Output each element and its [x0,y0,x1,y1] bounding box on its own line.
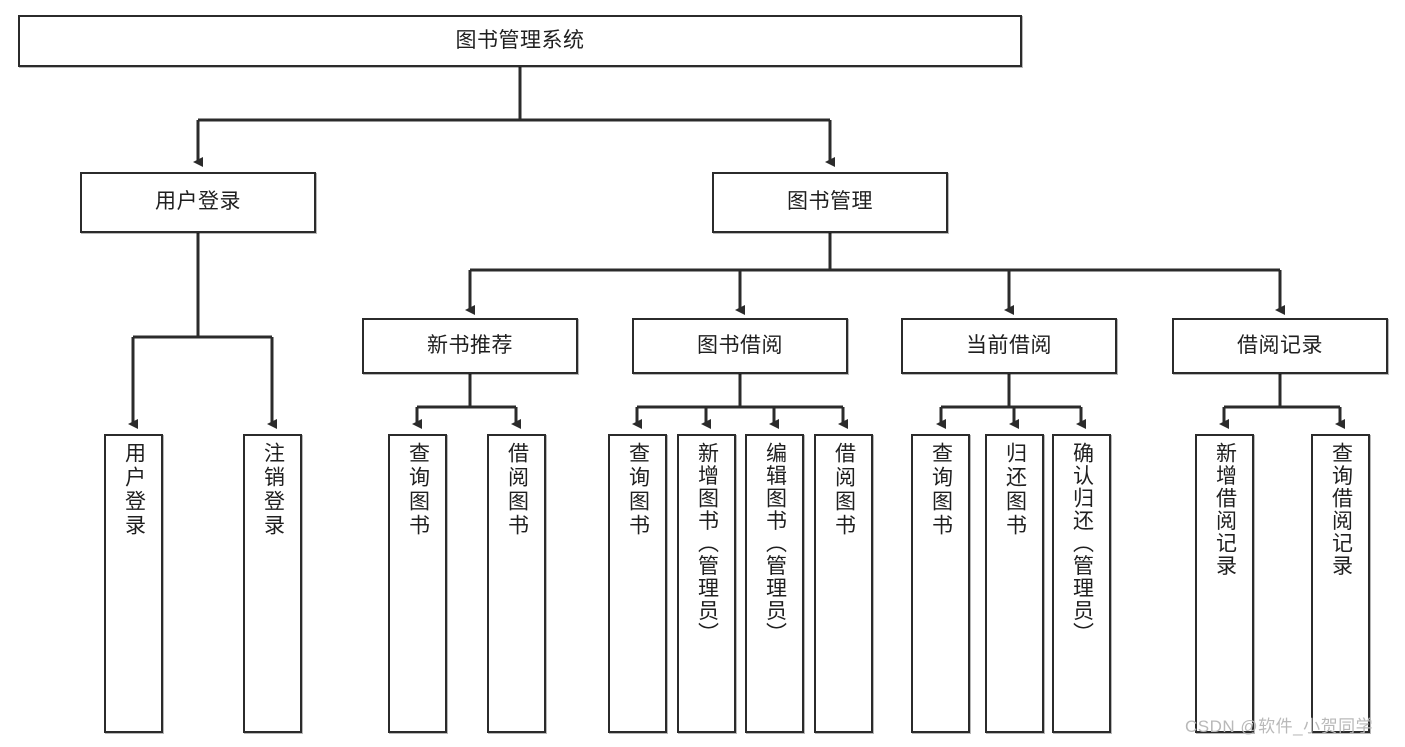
node-leaf-confirm-return-label: 确认归还（管理员） [1070,442,1094,645]
node-leaf-query-book-3[interactable]: 查询图书 [911,434,970,733]
node-leaf-user-login[interactable]: 用户登录 [104,434,163,733]
node-leaf-edit-book-label: 编辑图书（管理员） [763,442,787,645]
node-leaf-add-record[interactable]: 新增借阅记录 [1195,434,1254,733]
node-leaf-query-record[interactable]: 查询借阅记录 [1311,434,1370,733]
node-book-management[interactable]: 图书管理 [712,172,948,233]
node-current-borrow[interactable]: 当前借阅 [901,318,1117,374]
node-leaf-return-book-label: 归还图书 [1003,442,1027,538]
csdn-watermark: CSDN @软件_小贺同学 [1185,717,1374,736]
node-leaf-query-record-label: 查询借阅记录 [1329,442,1353,577]
node-leaf-confirm-return[interactable]: 确认归还（管理员） [1052,434,1111,733]
node-user-login[interactable]: 用户登录 [80,172,316,233]
node-leaf-query-book-2-label: 查询图书 [626,442,650,538]
node-leaf-query-book-1[interactable]: 查询图书 [388,434,447,733]
node-leaf-logout-label: 注销登录 [261,442,285,538]
node-user-login-label: 用户登录 [155,190,241,214]
node-leaf-query-book-2[interactable]: 查询图书 [608,434,667,733]
node-new-book-recommend[interactable]: 新书推荐 [362,318,578,374]
node-leaf-return-book[interactable]: 归还图书 [985,434,1044,733]
node-current-borrow-label: 当前借阅 [966,333,1052,357]
node-leaf-borrow-book-2[interactable]: 借阅图书 [814,434,873,733]
node-leaf-logout[interactable]: 注销登录 [243,434,302,733]
node-root[interactable]: 图书管理系统 [18,15,1022,67]
node-book-borrow[interactable]: 图书借阅 [632,318,848,374]
node-leaf-add-record-label: 新增借阅记录 [1213,442,1237,577]
node-root-label: 图书管理系统 [455,28,585,52]
node-borrow-record[interactable]: 借阅记录 [1172,318,1388,374]
node-leaf-add-book[interactable]: 新增图书（管理员） [677,434,736,733]
node-leaf-query-book-1-label: 查询图书 [406,442,430,538]
node-leaf-user-login-label: 用户登录 [122,442,146,538]
node-new-book-recommend-label: 新书推荐 [427,333,513,357]
node-book-management-label: 图书管理 [787,190,873,214]
node-leaf-borrow-book-1-label: 借阅图书 [505,442,529,538]
node-leaf-query-book-3-label: 查询图书 [929,442,953,538]
node-book-borrow-label: 图书借阅 [697,333,783,357]
node-leaf-edit-book[interactable]: 编辑图书（管理员） [745,434,804,733]
node-borrow-record-label: 借阅记录 [1237,333,1323,357]
node-leaf-borrow-book-2-label: 借阅图书 [832,442,856,538]
node-leaf-add-book-label: 新增图书（管理员） [695,442,719,645]
node-leaf-borrow-book-1[interactable]: 借阅图书 [487,434,546,733]
